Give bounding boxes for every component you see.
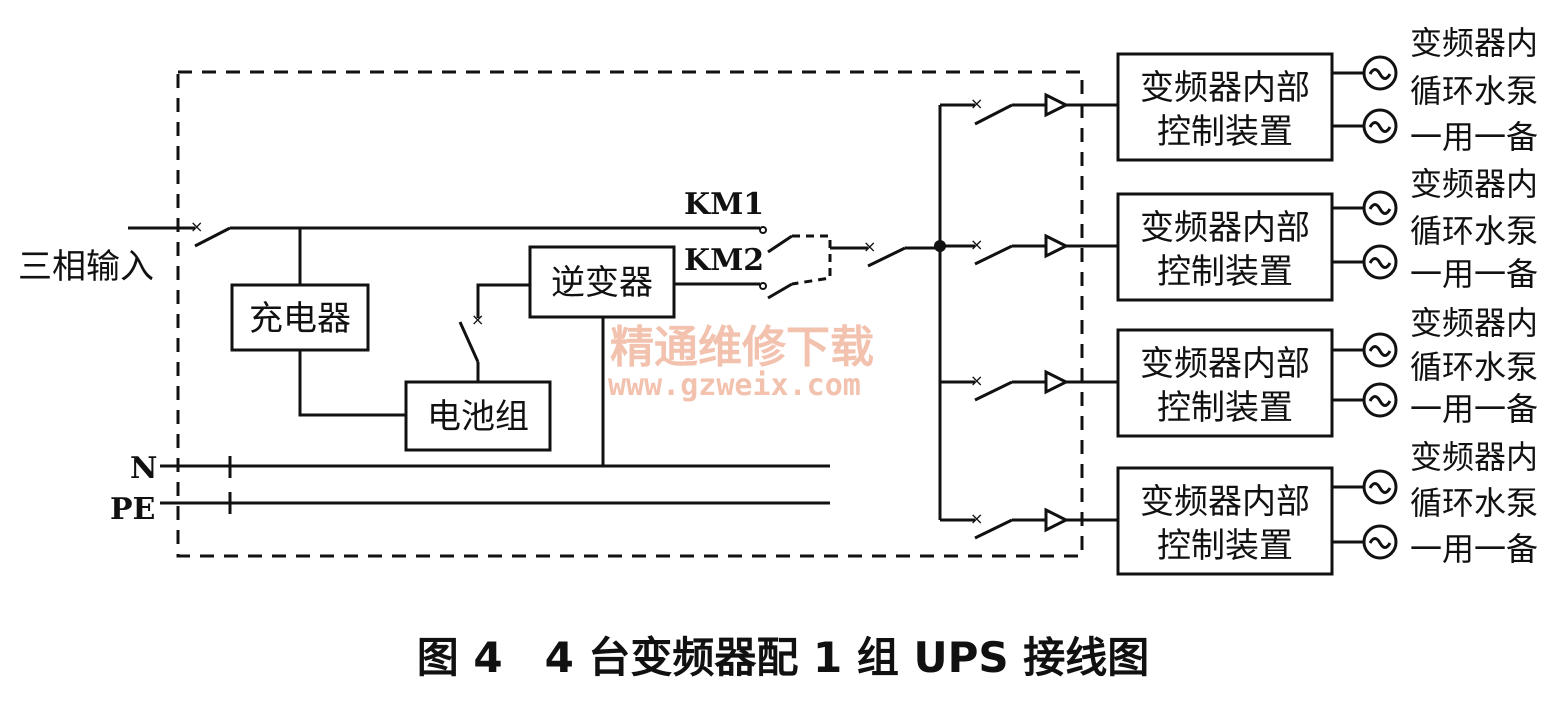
pump-motors-2: 变频器内 循环水泵 一用一备 <box>1332 165 1538 293</box>
inverter-label: 逆变器 <box>551 263 653 303</box>
svg-text:一用一备: 一用一备 <box>1410 118 1538 156</box>
svg-text:变频器内: 变频器内 <box>1410 438 1538 476</box>
svg-text:控制装置: 控制装置 <box>1157 388 1293 428</box>
output-branch-1: × <box>940 92 1118 126</box>
svg-text:变频器内部: 变频器内部 <box>1140 482 1310 522</box>
watermark-url: www.gzweix.com <box>608 368 861 403</box>
vfd-control-4: 变频器内部 控制装置 <box>1116 466 1334 576</box>
watermark-cn: 精通维修下载 <box>610 322 874 373</box>
km1-label: KM1 <box>684 187 764 222</box>
svg-text:变频器内: 变频器内 <box>1410 24 1538 62</box>
output-branch-2: × <box>940 233 1118 266</box>
pump-motors-3: 变频器内 循环水泵 一用一备 <box>1332 304 1538 428</box>
pump-motors-4: 变频器内 循环水泵 一用一备 <box>1332 438 1538 568</box>
svg-text:循环水泵: 循环水泵 <box>1410 484 1538 522</box>
three-phase-input-label: 三相输入 <box>18 247 154 287</box>
n-label: N <box>130 451 157 486</box>
svg-text:×: × <box>863 237 876 256</box>
vfd-control-1: 变频器内部 控制装置 <box>1116 52 1334 162</box>
vfd-control-2: 变频器内部 控制装置 <box>1116 192 1334 302</box>
pump-motors-1: 变频器内 循环水泵 一用一备 <box>1332 24 1538 156</box>
svg-text:变频器内: 变频器内 <box>1410 165 1538 203</box>
svg-text:控制装置: 控制装置 <box>1157 252 1293 292</box>
svg-text:×: × <box>970 235 983 254</box>
svg-text:一用一备: 一用一备 <box>1410 530 1538 568</box>
svg-text:变频器内部: 变频器内部 <box>1140 68 1310 108</box>
input-breaker: × <box>128 217 760 248</box>
svg-text:×: × <box>970 94 983 113</box>
figure-caption: 图 4 4 台变频器配 1 组 UPS 接线图 <box>417 633 1150 682</box>
output-branch-4: × <box>940 507 1118 540</box>
battery-label: 电池组 <box>427 397 529 437</box>
charger-label: 充电器 <box>249 299 351 339</box>
vfd-control-3: 变频器内部 控制装置 <box>1116 328 1334 438</box>
ups-enclosure-dashed <box>176 70 1084 558</box>
km2-label: KM2 <box>684 243 764 278</box>
svg-text:循环水泵: 循环水泵 <box>1410 212 1538 250</box>
svg-text:变频器内: 变频器内 <box>1410 304 1538 342</box>
svg-text:×: × <box>970 371 983 390</box>
svg-text:一用一备: 一用一备 <box>1410 255 1538 293</box>
svg-text:控制装置: 控制装置 <box>1157 526 1293 566</box>
svg-text:变频器内部: 变频器内部 <box>1140 344 1310 384</box>
svg-text:控制装置: 控制装置 <box>1157 112 1293 152</box>
svg-text:一用一备: 一用一备 <box>1410 390 1538 428</box>
svg-text:循环水泵: 循环水泵 <box>1410 348 1538 386</box>
output-branch-3: × <box>940 369 1118 402</box>
svg-text:循环水泵: 循环水泵 <box>1410 72 1538 110</box>
km-transfer-switch: × <box>759 226 940 300</box>
svg-text:×: × <box>970 509 983 528</box>
svg-text:变频器内部: 变频器内部 <box>1140 208 1310 248</box>
charger-box <box>230 283 370 352</box>
svg-text:×: × <box>471 310 484 329</box>
svg-text:×: × <box>190 217 203 236</box>
pe-label: PE <box>110 492 155 527</box>
